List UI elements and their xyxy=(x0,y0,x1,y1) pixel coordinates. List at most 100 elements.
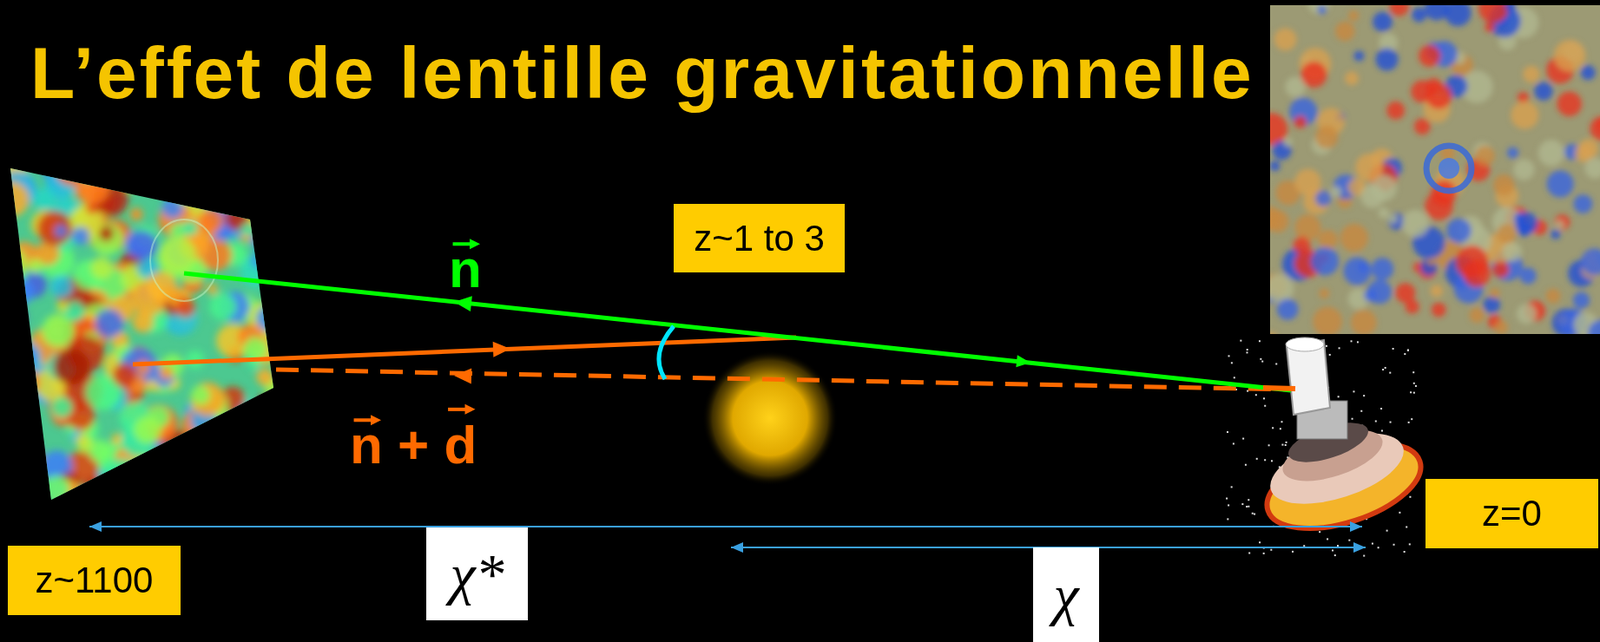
speckle-dot xyxy=(1377,546,1380,549)
node-text: χ xyxy=(1053,562,1079,629)
redshift-tag: z~1 to 3 xyxy=(673,204,845,273)
cmb-spot xyxy=(255,395,277,416)
cmb-spot xyxy=(263,151,292,181)
cmb-spot xyxy=(13,345,36,368)
speckle-dot xyxy=(1303,545,1305,547)
arrow-heads xyxy=(89,296,1366,554)
cmb-spot xyxy=(129,164,144,178)
speckle-dot xyxy=(1231,486,1233,488)
map-spot xyxy=(1315,190,1331,207)
cmb-spot xyxy=(213,479,231,497)
map-spot xyxy=(1580,248,1600,276)
map-spot xyxy=(1519,267,1536,284)
map-spot xyxy=(1283,138,1293,147)
cmb-spot xyxy=(65,148,100,184)
speckle-dot xyxy=(1392,348,1395,350)
map-spot xyxy=(1270,274,1294,303)
slide-title: L’effet de lentille gravitationnelle xyxy=(30,36,1255,110)
map-spot xyxy=(1573,291,1590,309)
speckle-dot xyxy=(1239,340,1242,343)
cmb-spot xyxy=(6,384,18,396)
speckle-dot xyxy=(1233,376,1236,379)
cmb-spot xyxy=(98,225,114,241)
deflection-angle xyxy=(658,326,674,380)
speckle-dot xyxy=(1351,418,1354,421)
speckle-dot xyxy=(1398,512,1401,514)
speckle-dot xyxy=(1241,503,1244,506)
map-spot xyxy=(1402,210,1429,238)
cmb-spot xyxy=(33,188,55,210)
highlight-circle xyxy=(150,219,218,302)
speckle-dot xyxy=(1263,397,1265,400)
cmb-spot xyxy=(6,342,41,377)
cmb-spot xyxy=(8,279,34,305)
speckle-dot xyxy=(1285,441,1288,444)
vector-label: n xyxy=(448,242,482,297)
map-spot xyxy=(1478,5,1508,24)
speckle-dot xyxy=(1325,345,1328,348)
cmb-spot xyxy=(204,447,224,467)
speckle-dot xyxy=(1226,518,1229,521)
map-spot xyxy=(1468,307,1485,323)
cmb-spot xyxy=(198,483,228,513)
cmb-spot xyxy=(0,408,31,443)
speckle-dot xyxy=(1371,543,1374,546)
cmb-spot xyxy=(200,197,214,211)
cmb-spot xyxy=(133,416,162,445)
cmb-spots xyxy=(0,148,294,517)
ray-stub xyxy=(1263,388,1296,389)
map-spot xyxy=(1482,296,1501,314)
cmb-spot xyxy=(256,230,270,244)
speckle-dot xyxy=(1331,549,1334,552)
cmb-spot xyxy=(147,458,172,482)
map-spot xyxy=(1353,50,1364,61)
speckle-dot xyxy=(1261,361,1264,363)
lensed-map xyxy=(1270,5,1600,335)
map-spot xyxy=(1426,83,1453,110)
map-spot xyxy=(1580,65,1596,80)
speckle-dot xyxy=(1334,554,1337,557)
cmb-spot xyxy=(161,197,184,219)
cmb-ground xyxy=(0,156,287,513)
map-spot xyxy=(1389,5,1410,17)
speckle-dot xyxy=(1405,526,1408,528)
cmb-spot xyxy=(130,208,144,222)
cmb-map xyxy=(0,148,294,517)
map-spot xyxy=(1350,309,1377,335)
map-ground xyxy=(1270,5,1600,335)
cmb-spot xyxy=(222,410,257,445)
speckle-dot xyxy=(1360,410,1363,413)
cmb-spot xyxy=(0,182,30,218)
cmb-spot xyxy=(6,348,25,366)
cmb-spot xyxy=(50,276,73,298)
cmb-spot xyxy=(256,237,294,276)
map-spot xyxy=(1370,257,1394,281)
map-spot xyxy=(1293,237,1311,255)
speckle-dot xyxy=(1225,498,1228,501)
cmb-spot xyxy=(27,258,43,274)
speckle-dot xyxy=(1407,349,1410,352)
speckle-dot xyxy=(1403,551,1406,554)
map-spot xyxy=(1545,288,1561,303)
direct-ray xyxy=(184,273,1291,391)
map-spot xyxy=(1584,158,1600,179)
cmb-spot xyxy=(41,314,75,348)
map-spot xyxy=(1340,223,1369,252)
arrow-head xyxy=(1349,521,1363,533)
speckle-dot xyxy=(1362,395,1365,397)
map-spot xyxy=(1444,5,1472,27)
map-spot xyxy=(1386,101,1405,120)
speckle-dot xyxy=(1280,421,1283,423)
speckle-dot xyxy=(1253,513,1256,516)
cmb-spot xyxy=(255,215,276,236)
cmb-spot xyxy=(263,257,284,278)
cmb-spot xyxy=(205,159,243,197)
speckle-dot xyxy=(1409,391,1412,394)
speckle-dot xyxy=(1245,351,1248,354)
speckle-dot xyxy=(1410,418,1413,421)
map-spot xyxy=(1429,284,1443,298)
speckle-dot xyxy=(1381,430,1383,433)
cmb-spot xyxy=(0,300,27,336)
speckle-dot xyxy=(1226,431,1229,434)
speckle-dot xyxy=(1232,442,1235,445)
